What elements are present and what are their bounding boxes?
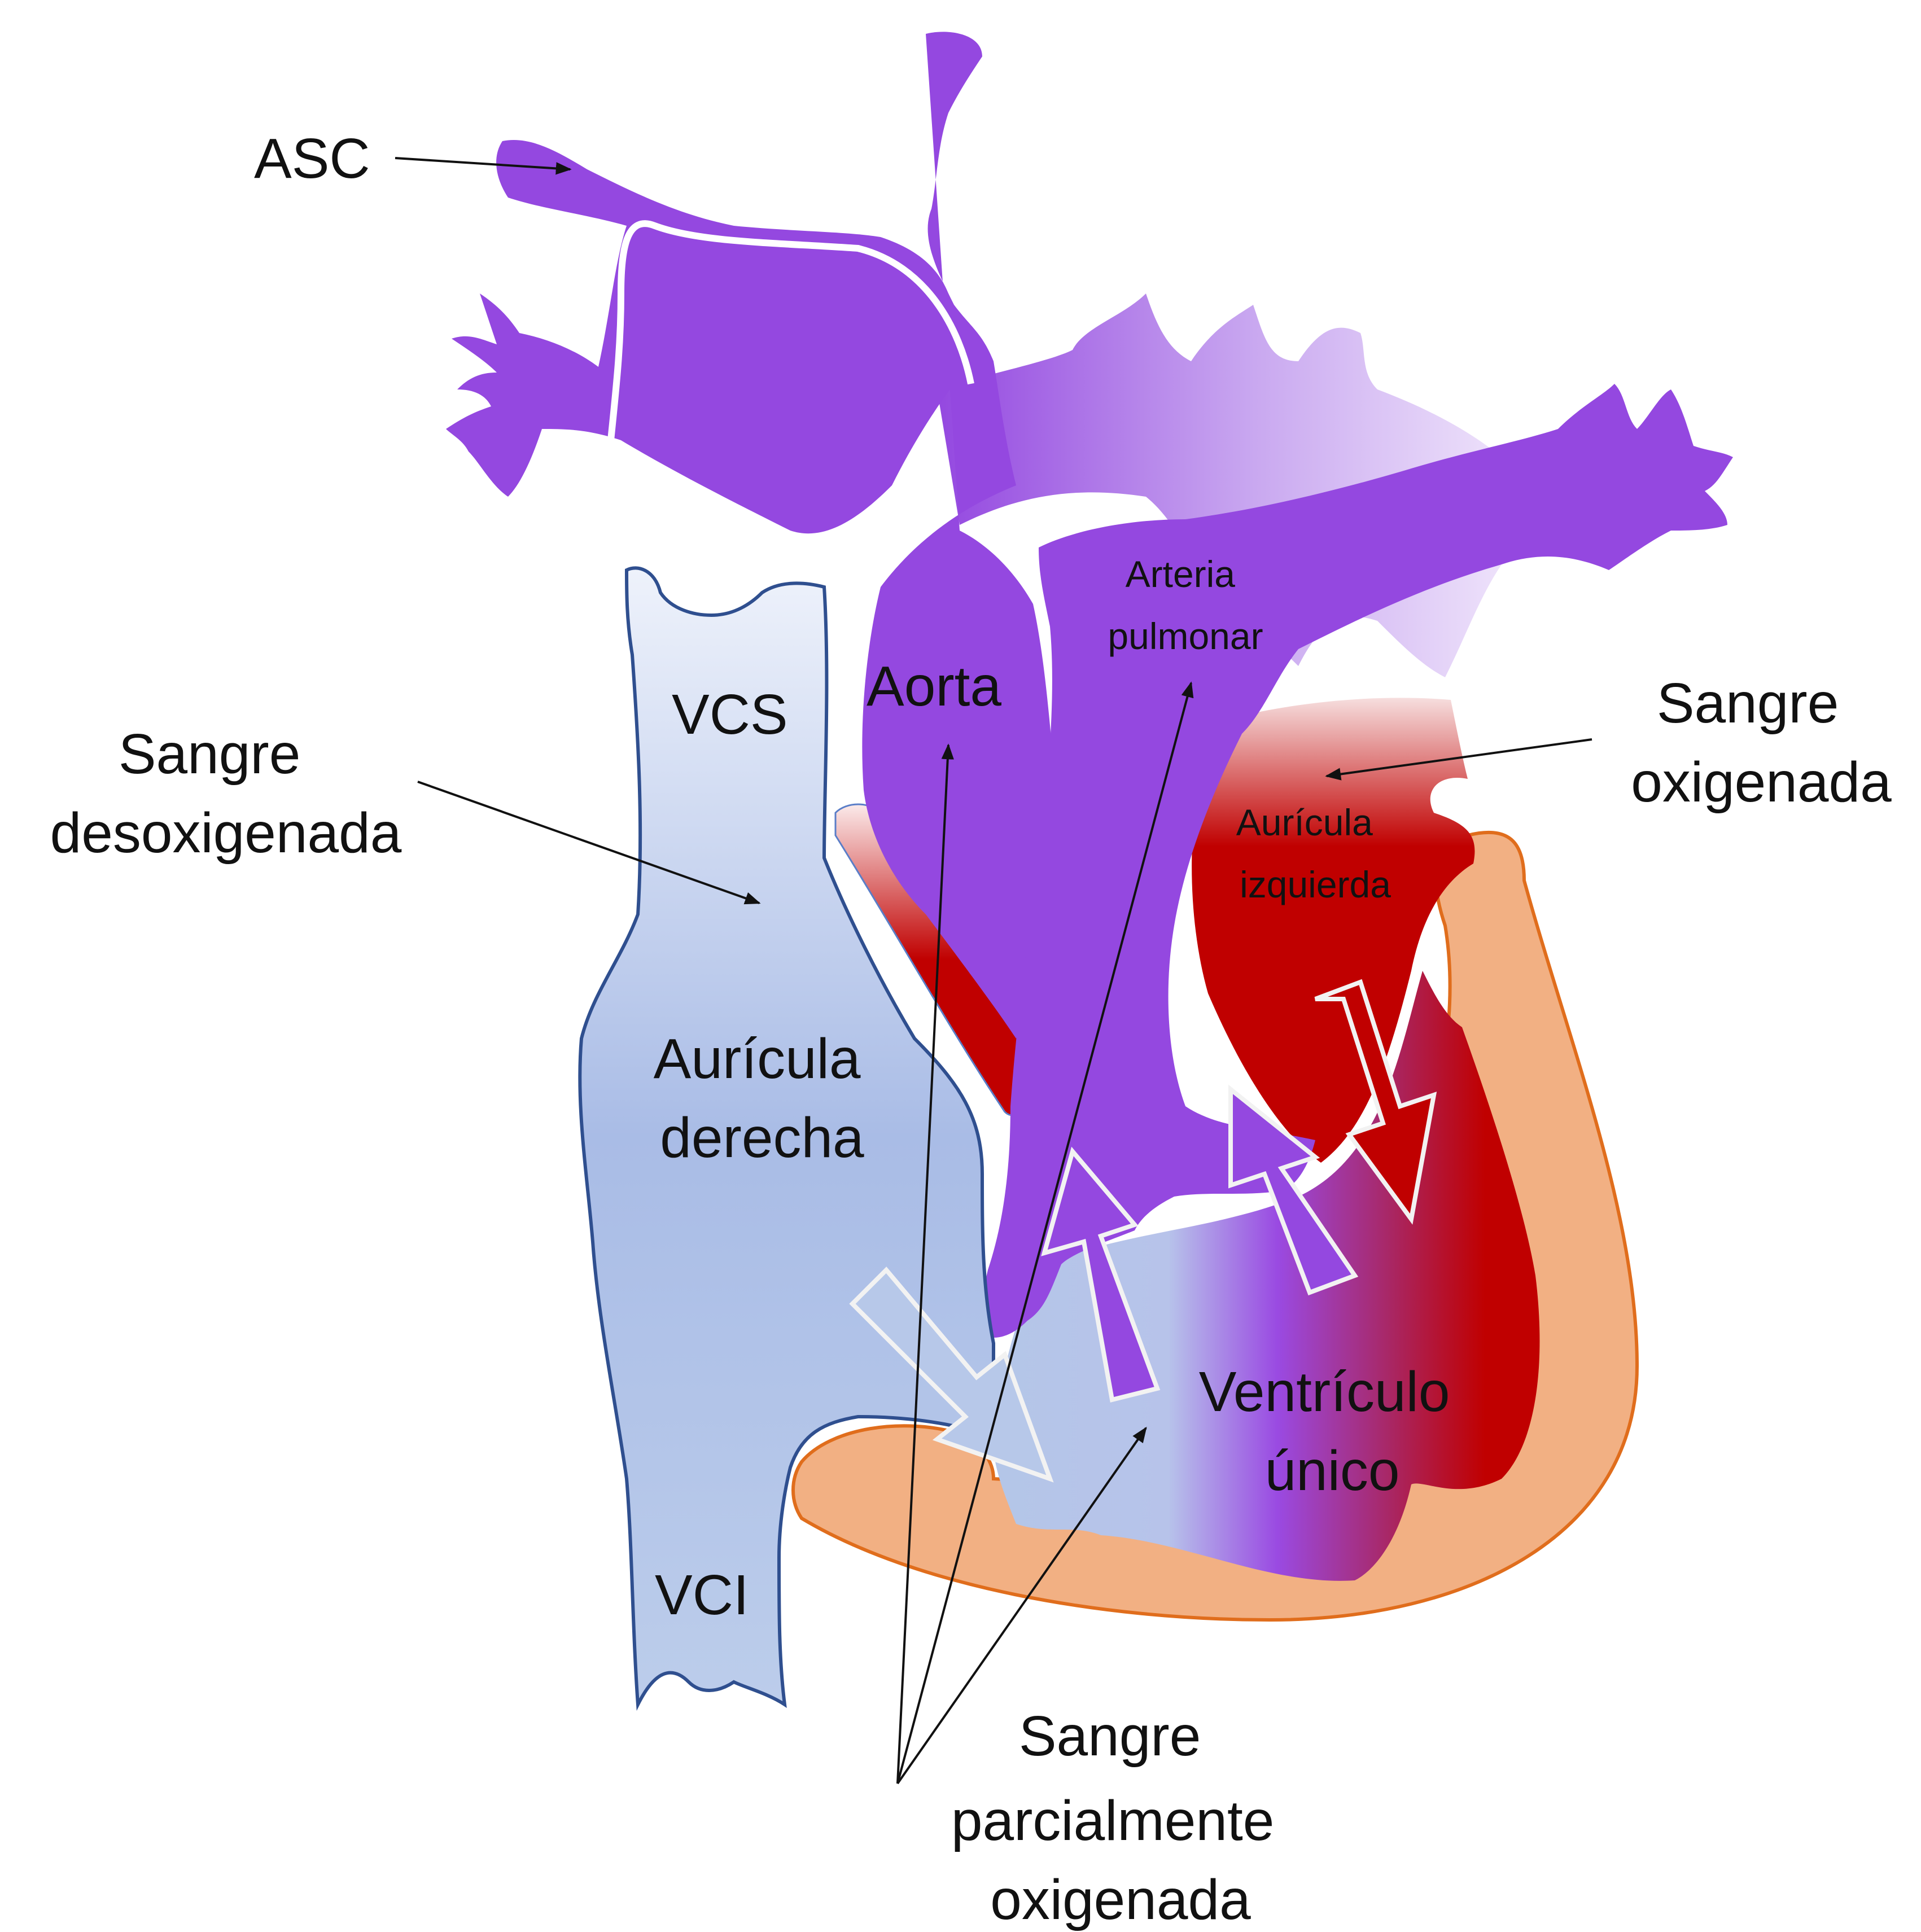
label-sangre-oxigenada-line1: Sangre: [1657, 672, 1839, 735]
shunt-flow-arrowhead: [590, 446, 629, 474]
label-ventriculo-unico-line1: Ventrículo: [1199, 1360, 1450, 1423]
label-parcial-line1: Sangre: [1019, 1705, 1201, 1768]
label-vcs: VCS: [672, 683, 788, 746]
label-auricula-izquierda-line1: Aurícula: [1236, 801, 1373, 843]
label-aorta: Aorta: [867, 655, 1001, 718]
label-sangre-desoxigenada: Sangre desoxigenada: [50, 722, 402, 865]
label-parcial-line2: parcialmente: [951, 1789, 1275, 1852]
label-vci: VCI: [655, 1563, 749, 1627]
label-sangre-oxigenada-line2: oxigenada: [1631, 751, 1892, 814]
label-auricula-izquierda-line2: izquierda: [1240, 864, 1391, 905]
label-auricula-derecha-line1: Aurícula: [654, 1027, 861, 1090]
label-parcial-line3: oxigenada: [990, 1868, 1251, 1931]
label-sangre-desoxigenada-line2: desoxigenada: [50, 801, 402, 865]
label-sangre-oxigenada: Sangre oxigenada: [1631, 672, 1892, 814]
label-ventriculo-unico-line2: único: [1264, 1439, 1399, 1502]
label-arteria-pulmonar-line2: pulmonar: [1108, 615, 1263, 657]
label-asc: ASC: [254, 127, 370, 190]
label-sangre-desoxigenada-line1: Sangre: [119, 722, 300, 786]
label-auricula-derecha-line2: derecha: [660, 1106, 864, 1169]
label-arteria-pulmonar-line1: Arteria: [1126, 553, 1236, 595]
brachiocephalic-branch: [446, 140, 958, 533]
label-sangre-parcialmente-oxigenada: Sangre parcialmente oxigenada: [951, 1705, 1290, 1931]
